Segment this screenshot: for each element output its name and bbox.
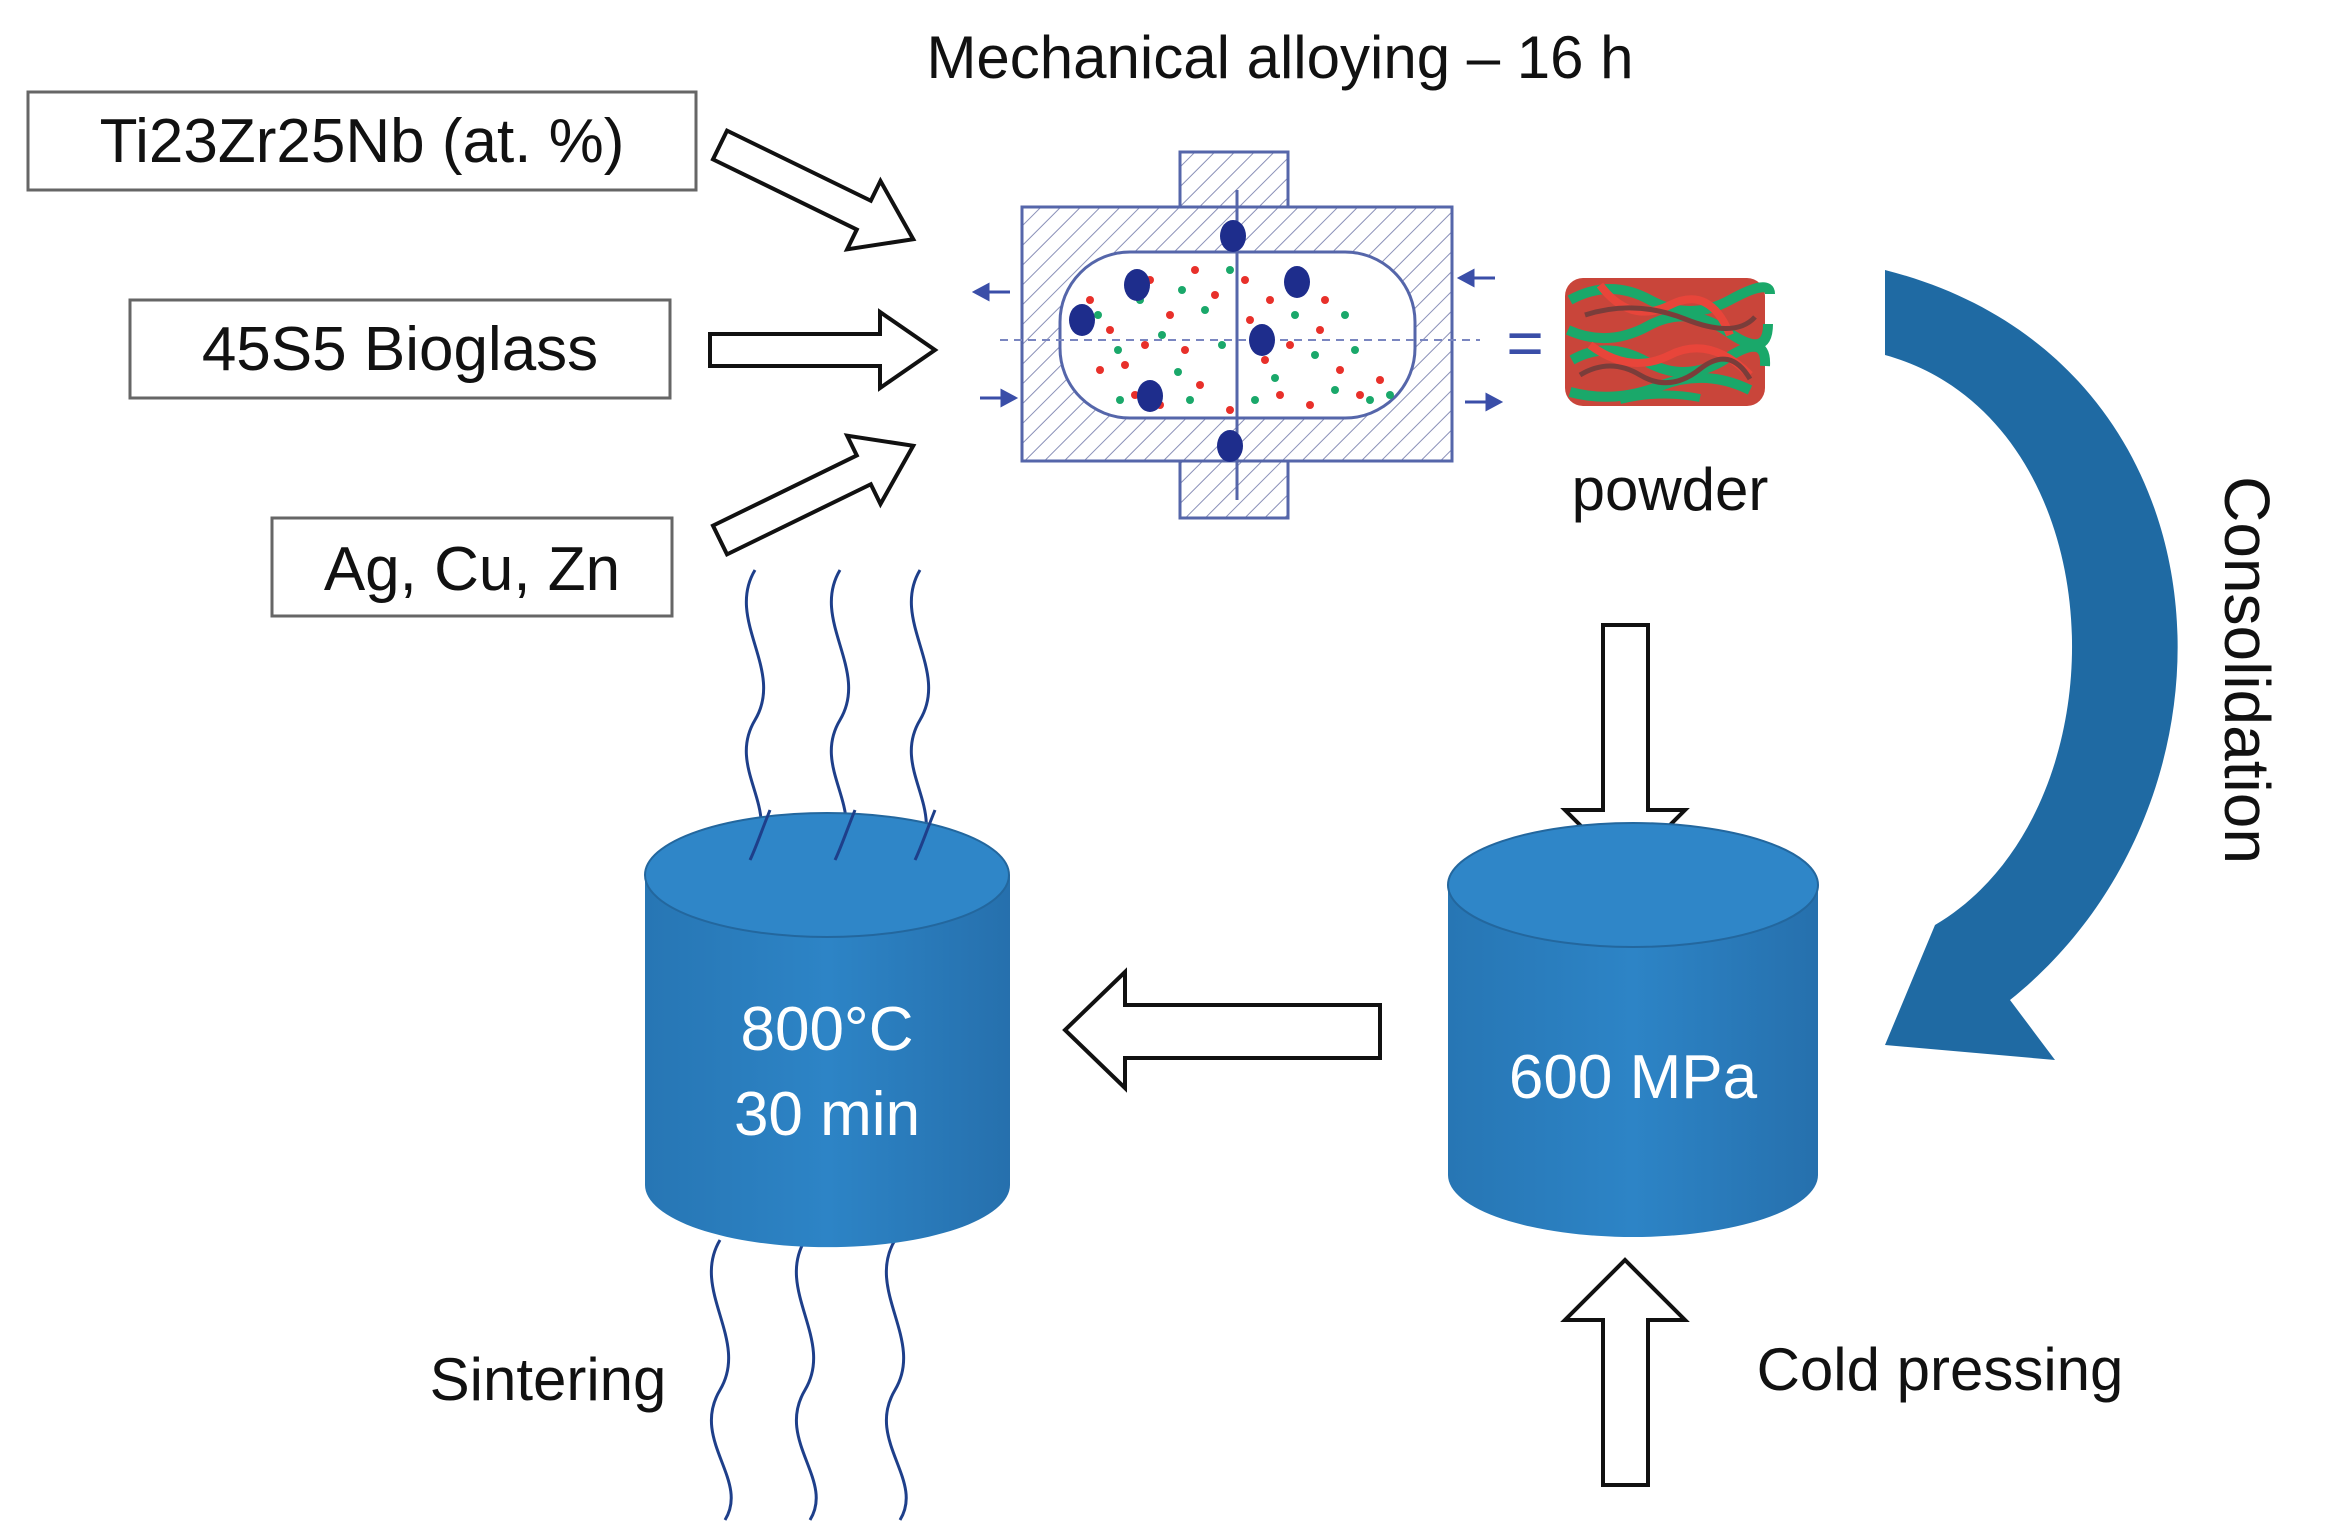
consolidation-label: Consolidation — [2211, 476, 2283, 864]
svg-text:45S5 Bioglass: 45S5 Bioglass — [202, 315, 598, 384]
powder-label: powder — [1572, 456, 1769, 523]
cold-press-cylinder — [1447, 822, 1819, 1237]
process-title: Mechanical alloying – 16 h — [926, 24, 1633, 91]
sintering-cylinder — [644, 812, 1010, 1248]
milling-vial-illustration — [971, 150, 1504, 520]
input-box-alloy: Ti23Zr25Nb (at. %) — [26, 90, 698, 192]
transfer-arrow-left — [1062, 967, 1382, 1093]
svg-text:Ti23Zr25Nb (at. %): Ti23Zr25Nb (at. %) — [100, 107, 625, 176]
heat-waves-top-overlay — [748, 809, 937, 861]
heat-waves-bottom — [709, 1239, 908, 1521]
consolidation-arrow — [1885, 270, 2178, 1060]
sintering-label: Sintering — [430, 1346, 667, 1413]
sintering-temperature: 800°C — [740, 995, 913, 1064]
pressure-value: 600 MPa — [1509, 1043, 1758, 1112]
equals-sign: = — [1506, 307, 1543, 379]
cold-pressing-label: Cold pressing — [1757, 1336, 2124, 1403]
input-box-bioglass: 45S5 Bioglass — [128, 298, 672, 400]
powder-illustration — [1565, 278, 1775, 406]
input-arrow-1 — [710, 127, 917, 252]
input-box-elements: Ag, Cu, Zn — [270, 516, 674, 618]
input-arrow-3 — [710, 433, 917, 558]
input-arrow-2 — [708, 308, 939, 392]
sintering-time: 30 min — [734, 1080, 920, 1149]
press-arrow-up — [1560, 1257, 1690, 1487]
svg-text:Ag, Cu, Zn: Ag, Cu, Zn — [324, 535, 620, 604]
